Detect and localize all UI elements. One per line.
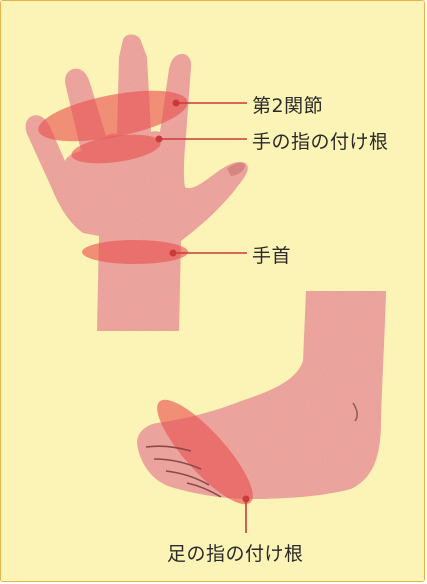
label-finger-base: 手の指の付け根: [252, 127, 389, 154]
label-second-joint: 第2関節: [252, 91, 323, 118]
label-toe-base: 足の指の付け根: [167, 539, 304, 566]
label-wrist: 手首: [252, 241, 291, 268]
